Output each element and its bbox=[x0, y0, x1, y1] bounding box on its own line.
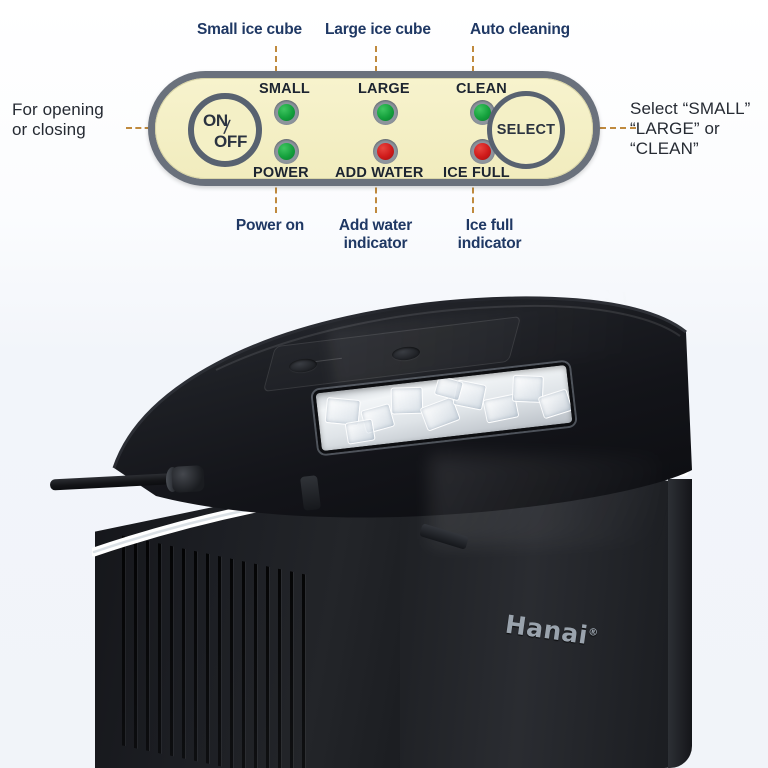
label-select-mode: Select “SMALL” “LARGE” or “CLEAN” bbox=[630, 99, 751, 159]
led-glow-clean bbox=[474, 104, 491, 121]
control-panel-surface: ON / OFF SMALL LARGE CLEAN POWER ADD WAT… bbox=[155, 78, 593, 181]
connector-line-auto-clean bbox=[472, 46, 474, 92]
label-auto-cleaning: Auto cleaning bbox=[470, 21, 570, 38]
led-indicator-small bbox=[274, 100, 299, 125]
led-indicator-power bbox=[274, 139, 299, 164]
connector-line-ice-full bbox=[472, 168, 474, 213]
connector-line-select bbox=[570, 127, 636, 129]
connector-line-add-water bbox=[375, 168, 377, 213]
select-button-label: SELECT bbox=[496, 122, 556, 138]
led-indicator-clean bbox=[470, 100, 495, 125]
label-power-on: Power on bbox=[235, 217, 305, 234]
connector-line-large-ice bbox=[375, 46, 377, 92]
led-label-ice-full: ICE FULL bbox=[443, 165, 510, 181]
label-for-opening-or-closing: For opening or closing bbox=[12, 100, 104, 140]
led-indicator-add-water bbox=[373, 139, 398, 164]
label-add-water-indicator: Add water indicator bbox=[338, 217, 413, 253]
led-glow-power bbox=[278, 143, 295, 160]
led-label-power: POWER bbox=[253, 165, 309, 181]
control-panel: ON / OFF SMALL LARGE CLEAN POWER ADD WAT… bbox=[148, 71, 600, 186]
off-label: OFF bbox=[214, 132, 248, 151]
label-small-ice-cube: Small ice cube bbox=[197, 21, 302, 38]
label-large-ice-cube: Large ice cube bbox=[325, 21, 431, 38]
led-glow-large bbox=[377, 104, 394, 121]
led-glow-small bbox=[278, 104, 295, 121]
connector-line-power-on bbox=[275, 168, 277, 213]
led-label-clean: CLEAN bbox=[456, 81, 507, 97]
brand-trademark-symbol: ® bbox=[587, 626, 600, 640]
led-glow-add-water bbox=[377, 143, 394, 160]
led-label-small: SMALL bbox=[259, 81, 310, 97]
led-label-add-water: ADD WATER bbox=[335, 165, 424, 181]
product-vent-grille bbox=[118, 535, 310, 768]
product-photo-ice-maker: Hanai® bbox=[0, 280, 768, 768]
on-label: ON bbox=[203, 111, 228, 130]
led-label-large: LARGE bbox=[358, 81, 410, 97]
led-glow-ice-full bbox=[474, 143, 491, 160]
label-ice-full-indicator: Ice full indicator bbox=[457, 217, 522, 253]
select-button[interactable]: SELECT bbox=[487, 91, 565, 169]
product-scoop-knob bbox=[171, 465, 205, 493]
led-indicator-large bbox=[373, 100, 398, 125]
on-off-button[interactable]: ON / OFF bbox=[188, 93, 262, 167]
on-off-button-face: ON / OFF bbox=[194, 99, 256, 161]
connector-line-small-ice bbox=[275, 46, 277, 92]
